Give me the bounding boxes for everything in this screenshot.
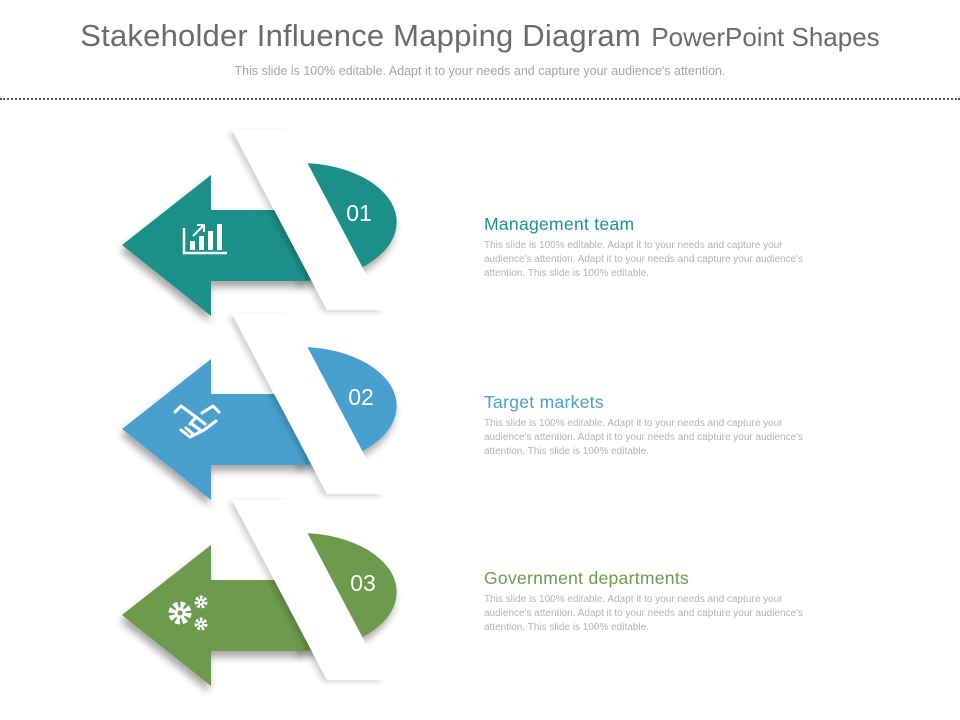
slide-subtitle: This slide is 100% editable. Adapt it to… — [234, 64, 726, 78]
item-text-02: Target markets This slide is 100% editab… — [484, 392, 829, 459]
item-heading: Target markets — [484, 392, 604, 412]
stage-01: 01 — [122, 130, 397, 316]
item-heading: Government departments — [484, 568, 690, 588]
bar-chart-growth-icon — [182, 224, 227, 255]
item-body: This slide is 100% editable. Adapt it to… — [484, 418, 804, 457]
title-suffix: PowerPoint Shapes — [651, 22, 880, 52]
gears-icon — [168, 595, 208, 631]
handshake-icon — [173, 404, 221, 439]
slide-title: Stakeholder Influence Mapping Diagram Po… — [0, 18, 960, 54]
title-main: Stakeholder Influence Mapping Diagram — [80, 18, 641, 53]
number-label: 03 — [350, 570, 376, 596]
white-ribbon — [232, 500, 385, 680]
item-text-03: Government departments This slide is 100… — [484, 568, 829, 635]
stage-02: 02 — [122, 314, 397, 500]
white-ribbon — [232, 314, 385, 494]
arrow-shape — [122, 359, 305, 500]
number-label: 01 — [346, 200, 372, 226]
item-body: This slide is 100% editable. Adapt it to… — [484, 240, 804, 279]
arrow-shape — [122, 175, 305, 316]
item-heading: Management team — [484, 214, 635, 234]
dotted-divider — [0, 98, 960, 100]
item-body: This slide is 100% editable. Adapt it to… — [484, 594, 804, 633]
number-label: 02 — [348, 384, 374, 410]
arrow-shape — [122, 545, 305, 686]
white-ribbon — [232, 130, 385, 310]
stage-03: 03 — [122, 500, 397, 686]
item-text-01: Management team This slide is 100% edita… — [484, 214, 829, 281]
